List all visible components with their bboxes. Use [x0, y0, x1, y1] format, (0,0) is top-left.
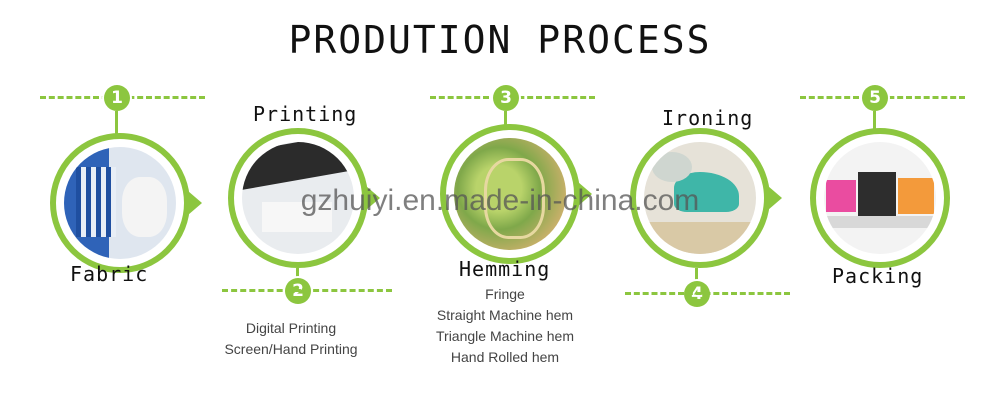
detail-item: Fringe — [485, 286, 525, 302]
step-image-printing — [228, 128, 368, 268]
detail-item: Digital Printing — [245, 320, 337, 336]
step-number-badge: 3 — [493, 85, 519, 111]
step-label-printing: Printing — [253, 102, 358, 126]
watermark-text: gzhuiyi.en.made-in-china.com — [300, 184, 700, 217]
connector — [695, 268, 698, 290]
dashed-line — [222, 289, 392, 292]
step-label-ironing: Ironing — [662, 106, 754, 130]
step-details-hemming: Fringe Straight Machine hem Triangle Mac… — [420, 284, 590, 368]
step-label-hemming: Hemming — [459, 257, 551, 281]
arrow-right-icon — [366, 186, 380, 210]
arrow-right-icon — [768, 186, 782, 210]
dashed-line — [625, 292, 790, 295]
step-image-hemming — [440, 124, 580, 264]
step-details-printing: Digital Printing Screen/Hand Printing — [206, 318, 376, 360]
step-label-packing: Packing — [832, 264, 924, 288]
detail-item: Straight Machine hem — [436, 307, 574, 323]
step-image-packing — [810, 128, 950, 268]
arrow-right-icon — [578, 182, 592, 206]
detail-item: Screen/Hand Printing — [224, 341, 358, 357]
connector — [873, 111, 876, 133]
step-number-badge: 1 — [104, 85, 130, 111]
connector — [115, 111, 118, 135]
step-image-fabric — [50, 133, 190, 273]
step-image-ironing — [630, 128, 770, 268]
step-label-fabric: Fabric — [70, 262, 149, 286]
step-number-badge: 5 — [862, 85, 888, 111]
detail-item: Hand Rolled hem — [450, 349, 560, 365]
connector — [504, 111, 507, 131]
arrow-right-icon — [188, 191, 202, 215]
page-title: PRODUTION PROCESS — [288, 18, 712, 62]
detail-item: Triangle Machine hem — [436, 328, 574, 344]
